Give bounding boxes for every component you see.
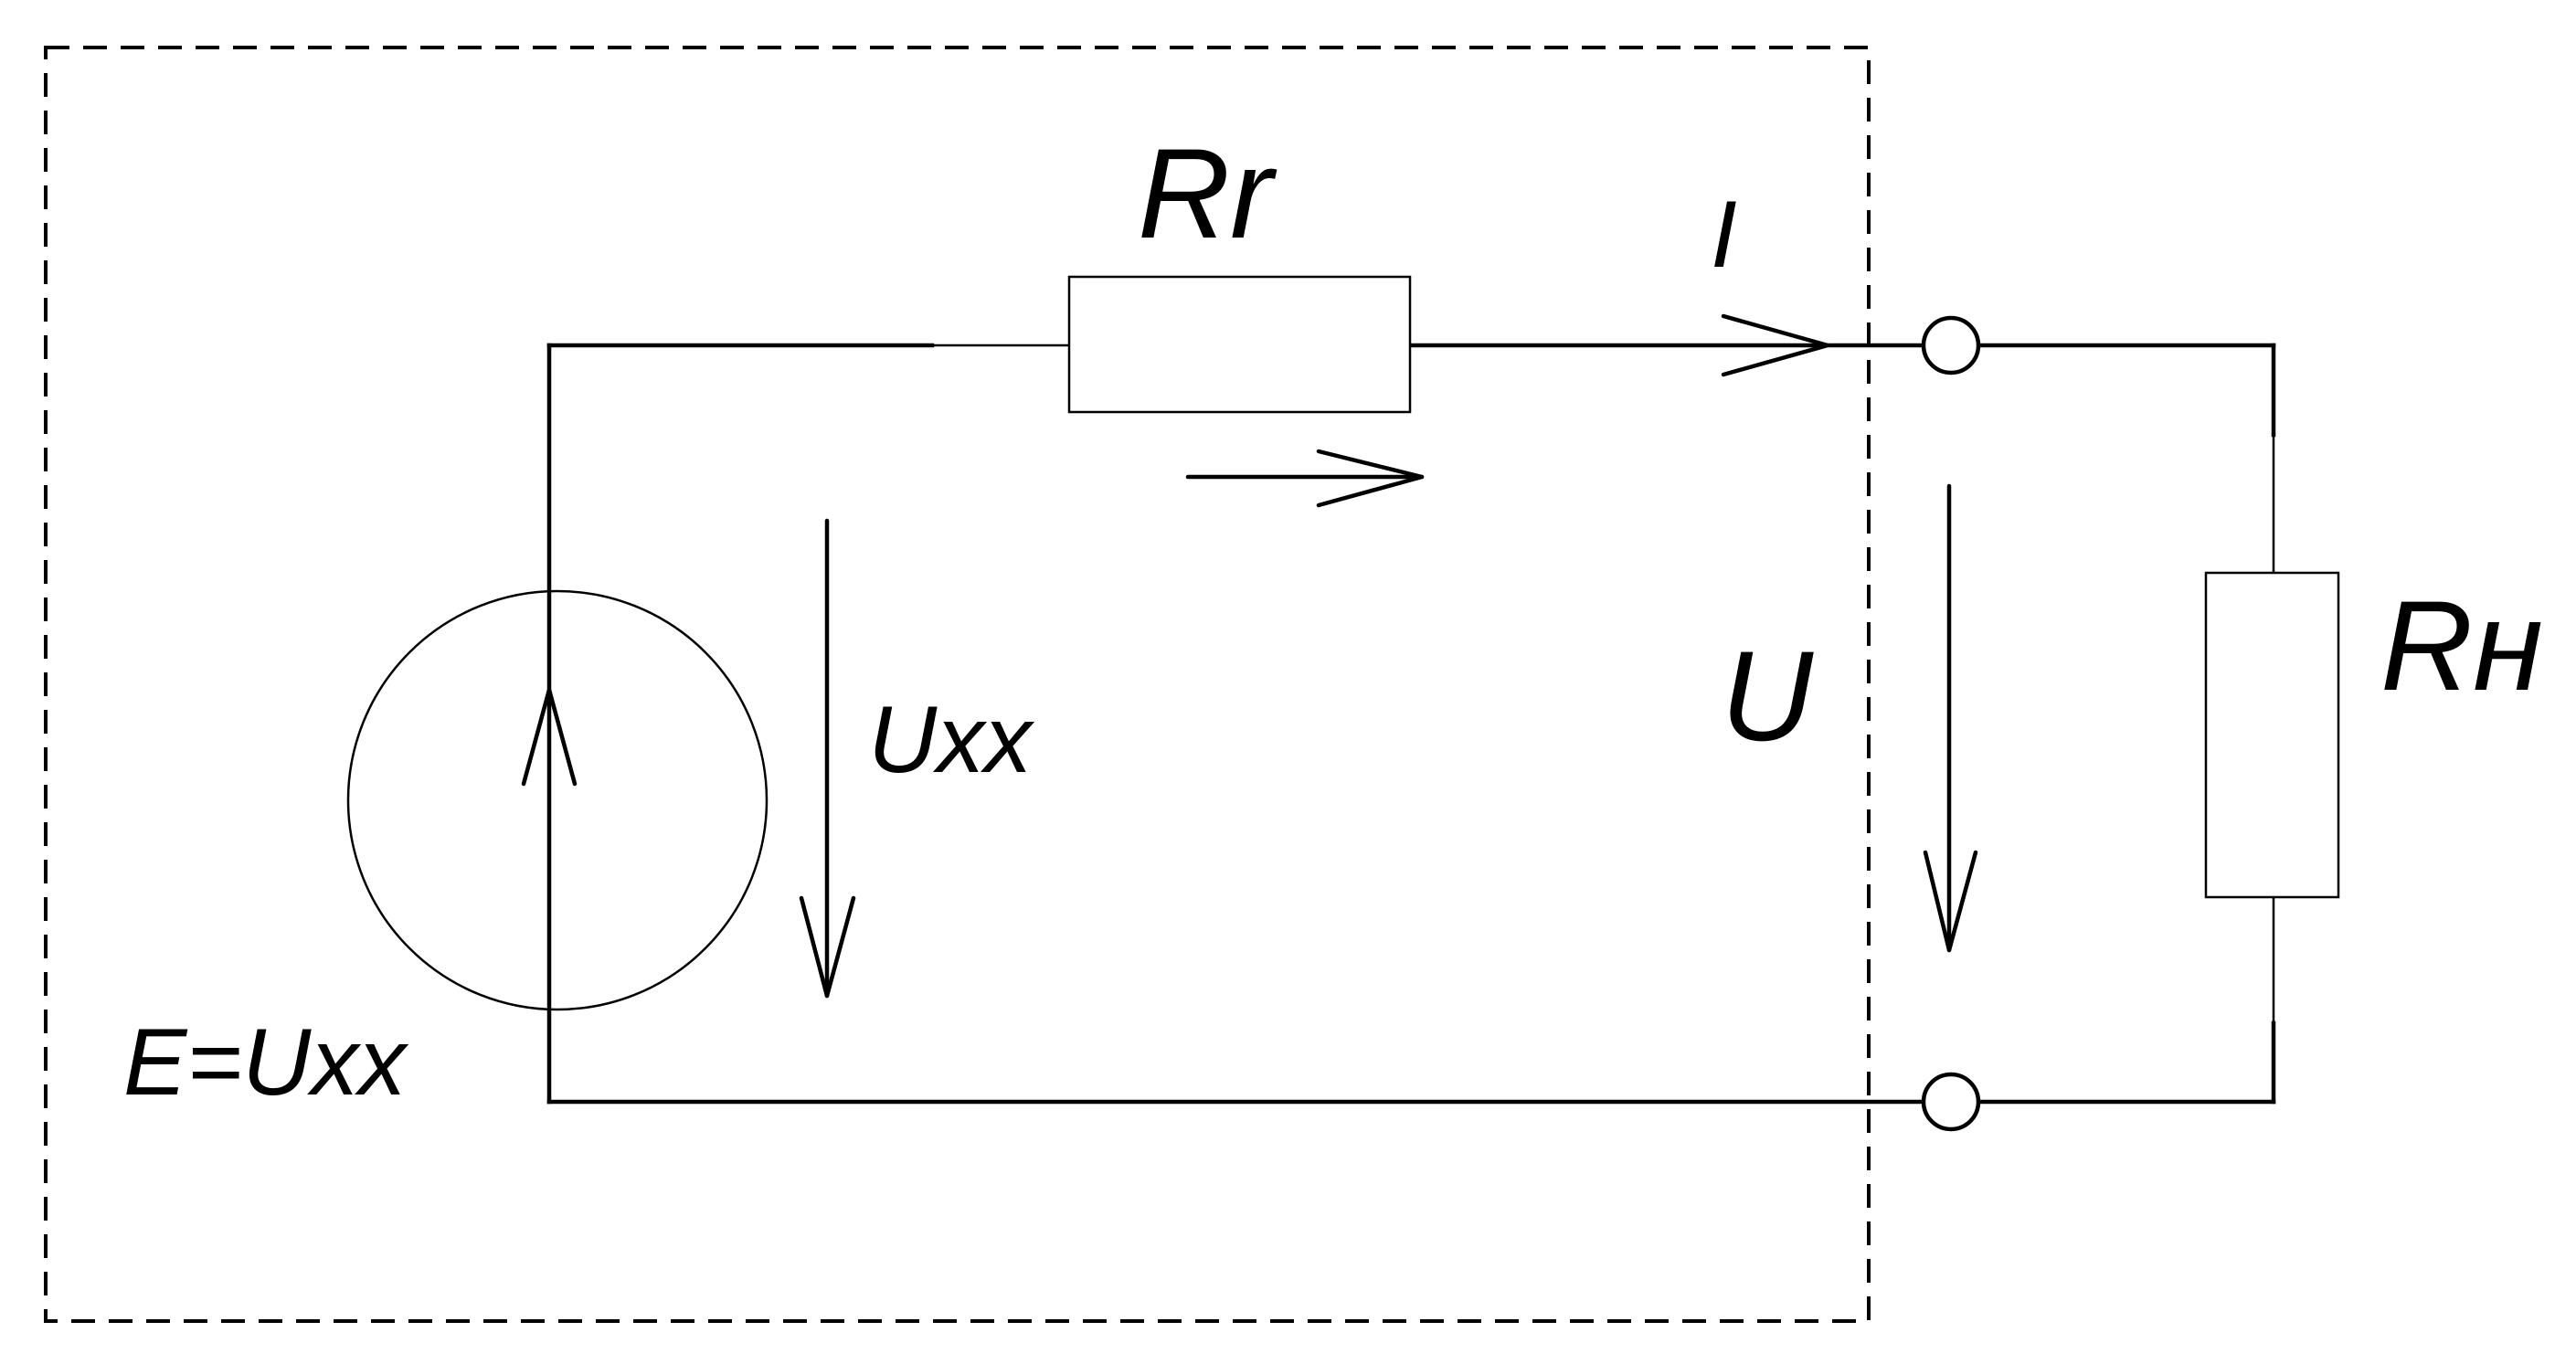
label-current: I	[1711, 182, 1737, 288]
resistor-voltage-arrow	[1185, 449, 1425, 508]
u-voltage-arrow	[1923, 483, 1978, 953]
voltage-source	[346, 589, 769, 1011]
label-source: E=Uxx	[123, 1010, 409, 1116]
internal-resistor	[1067, 275, 1412, 414]
load-resistor	[2204, 571, 2340, 899]
generator-boundary	[44, 46, 1871, 1323]
label-open-circuit-voltage: Uxx	[868, 687, 1035, 793]
label-internal-resistor: Rr	[1138, 122, 1277, 265]
circuit-wires	[546, 343, 2276, 1105]
terminal-top	[1921, 315, 1981, 375]
label-load-resistor: Rн	[2380, 574, 2543, 717]
current-arrow	[1721, 313, 1830, 377]
label-load-voltage: U	[1721, 624, 1814, 767]
terminal-bottom	[1921, 1072, 1981, 1132]
source-circle	[346, 589, 769, 1011]
source-arrow-head	[521, 687, 578, 787]
uxx-voltage-arrow	[799, 518, 856, 999]
